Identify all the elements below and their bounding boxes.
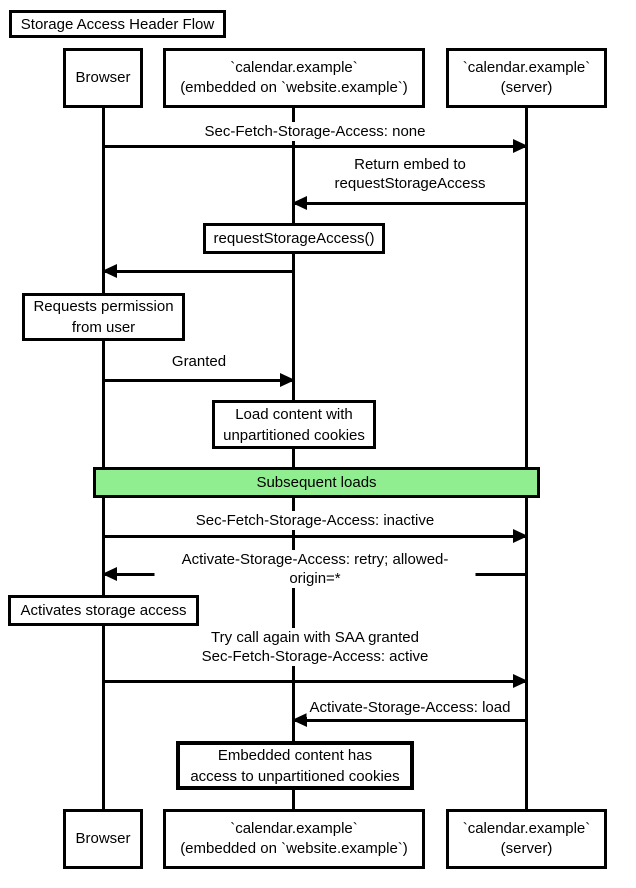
message-3-line xyxy=(104,270,294,273)
message-8-line xyxy=(294,719,527,722)
message-4-line xyxy=(104,379,294,382)
participant-server-bottom: `calendar.example` (server) xyxy=(446,809,607,869)
message-2-arrowhead xyxy=(292,196,307,210)
lifeline-embed xyxy=(292,108,295,809)
message-2-line xyxy=(294,202,527,205)
message-8-arrowhead xyxy=(292,713,307,727)
message-7-arrowhead xyxy=(513,674,528,688)
message-1-arrowhead xyxy=(513,139,528,153)
message-2-label: Return embed to requestStorageAccess xyxy=(331,155,489,193)
participant-server-top: `calendar.example` (server) xyxy=(446,48,607,108)
divider-subsequent-loads: Subsequent loads xyxy=(93,467,540,498)
message-3-arrowhead xyxy=(102,264,117,278)
message-3-label: requestStorageAccess() xyxy=(213,230,375,247)
participant-browser-bottom: Browser xyxy=(63,809,143,869)
diagram-title: Storage Access Header Flow xyxy=(9,10,226,38)
message-4-label: Granted xyxy=(168,352,230,371)
message-6-label: Activate-Storage-Access: retry; allowed-… xyxy=(154,550,476,588)
message-5-line xyxy=(104,535,527,538)
message-3-label-box: requestStorageAccess() xyxy=(203,223,385,254)
divider-label: Subsequent loads xyxy=(256,474,377,491)
message-7-line xyxy=(104,680,527,683)
participant-embed-bottom: `calendar.example` (embedded on `website… xyxy=(163,809,425,869)
note-activates-storage-access: Activates storage access xyxy=(8,595,199,626)
participant-embed-top: `calendar.example` (embedded on `website… xyxy=(163,48,425,108)
message-4-arrowhead xyxy=(280,373,295,387)
message-1-label: Sec-Fetch-Storage-Access: none xyxy=(201,122,429,141)
lifeline-server xyxy=(525,108,528,809)
note-embedded-content: Embedded content has access to unpartiti… xyxy=(176,741,414,790)
message-5-arrowhead xyxy=(513,529,528,543)
note-requests-permission: Requests permission from user xyxy=(22,293,185,341)
message-6-arrowhead xyxy=(102,567,117,581)
lifeline-browser xyxy=(102,108,105,809)
diagram-title-text: Storage Access Header Flow xyxy=(20,15,215,33)
message-7-label: Try call again with SAA granted Sec-Fetc… xyxy=(198,628,432,666)
message-8-label: Activate-Storage-Access: load xyxy=(306,698,514,717)
note-load-content: Load content with unpartitioned cookies xyxy=(212,400,376,449)
participant-browser-top: Browser xyxy=(63,48,143,108)
message-5-label: Sec-Fetch-Storage-Access: inactive xyxy=(192,511,438,530)
message-1-line xyxy=(104,145,527,148)
